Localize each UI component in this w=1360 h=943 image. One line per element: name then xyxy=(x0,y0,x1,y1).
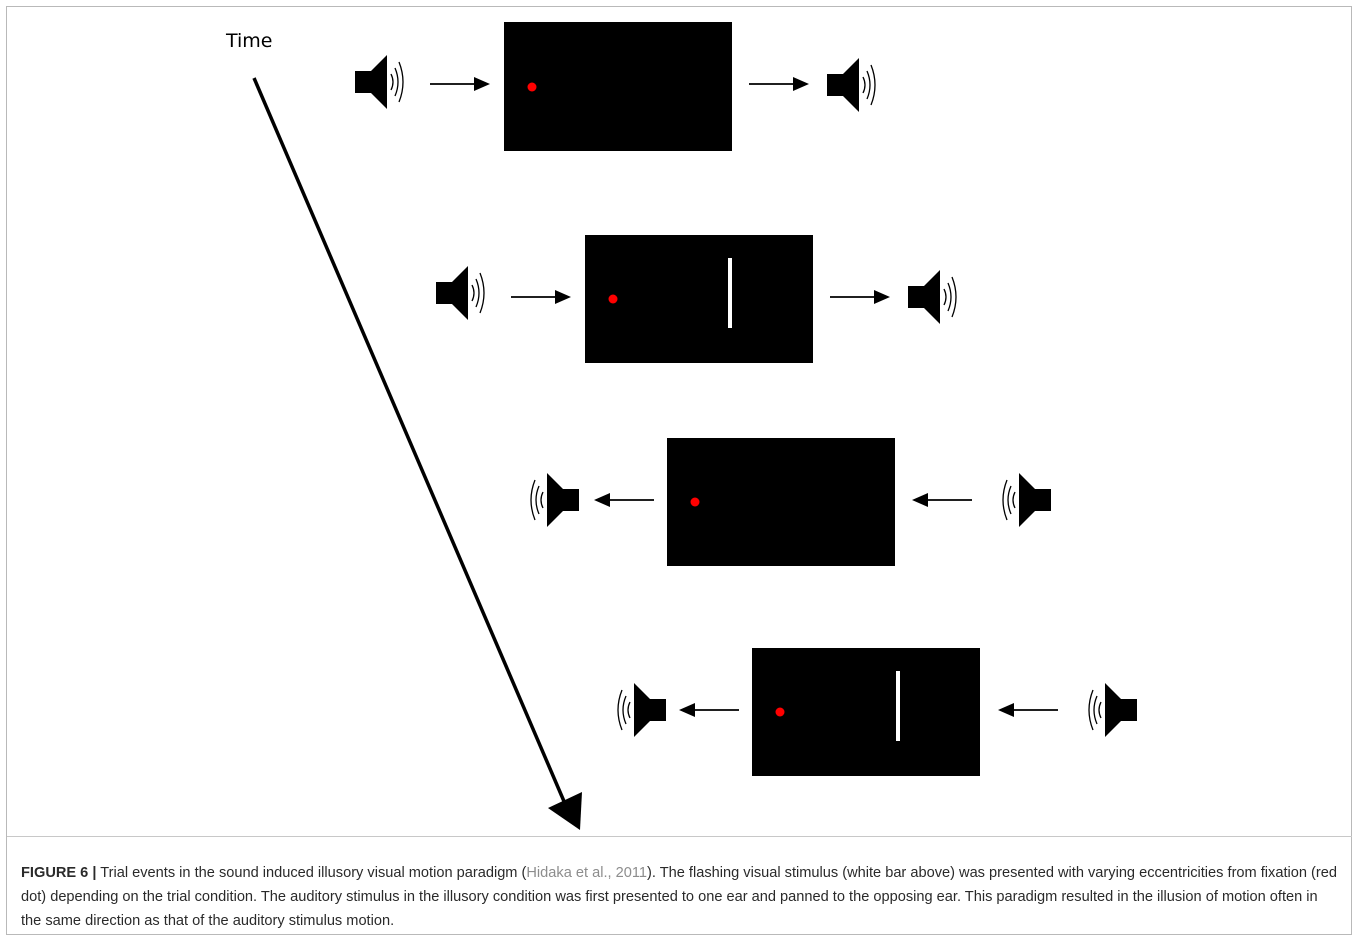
figure-caption: FIGURE 6 | Trial events in the sound ind… xyxy=(21,861,1339,933)
citation-link[interactable]: Hidaka et al., 2011 xyxy=(526,865,648,881)
figure-label: FIGURE 6 | xyxy=(21,865,97,881)
caption-divider xyxy=(7,836,1352,837)
arrow-icon xyxy=(429,76,491,92)
caption-text-after: ). The flashing visual stimulus (white b… xyxy=(21,865,1337,929)
speaker-icon xyxy=(907,269,957,325)
flash-bar xyxy=(896,671,900,741)
trial-2 xyxy=(435,235,957,363)
fixation-dot xyxy=(690,497,700,507)
arrow-icon xyxy=(911,492,973,508)
arrow-icon xyxy=(593,492,655,508)
caption-text-before: Trial events in the sound induced illuso… xyxy=(96,865,527,881)
speaker-icon xyxy=(1088,682,1138,738)
time-arrow-icon xyxy=(252,77,582,830)
speaker-icon xyxy=(435,265,485,321)
trial-1 xyxy=(354,22,876,151)
trial-3 xyxy=(530,438,1052,566)
arrow-icon xyxy=(678,702,740,718)
arrow-icon xyxy=(510,289,572,305)
flash-bar xyxy=(728,258,732,328)
stimulus-screen xyxy=(667,438,895,566)
trial-diagram xyxy=(252,22,1138,830)
time-label: Time xyxy=(226,30,273,52)
arrow-icon xyxy=(997,702,1059,718)
speaker-icon xyxy=(617,682,667,738)
fixation-dot xyxy=(775,707,785,717)
fixation-dot xyxy=(608,294,618,304)
speaker-icon xyxy=(826,57,876,113)
stimulus-screen xyxy=(585,235,813,363)
stimulus-screen xyxy=(504,22,732,151)
arrow-icon xyxy=(829,289,891,305)
fixation-dot xyxy=(527,82,537,92)
speaker-icon xyxy=(1002,472,1052,528)
speaker-icon xyxy=(354,54,404,110)
speaker-icon xyxy=(530,472,580,528)
stimulus-screen xyxy=(752,648,980,776)
arrow-icon xyxy=(748,76,810,92)
trial-4 xyxy=(617,648,1138,776)
